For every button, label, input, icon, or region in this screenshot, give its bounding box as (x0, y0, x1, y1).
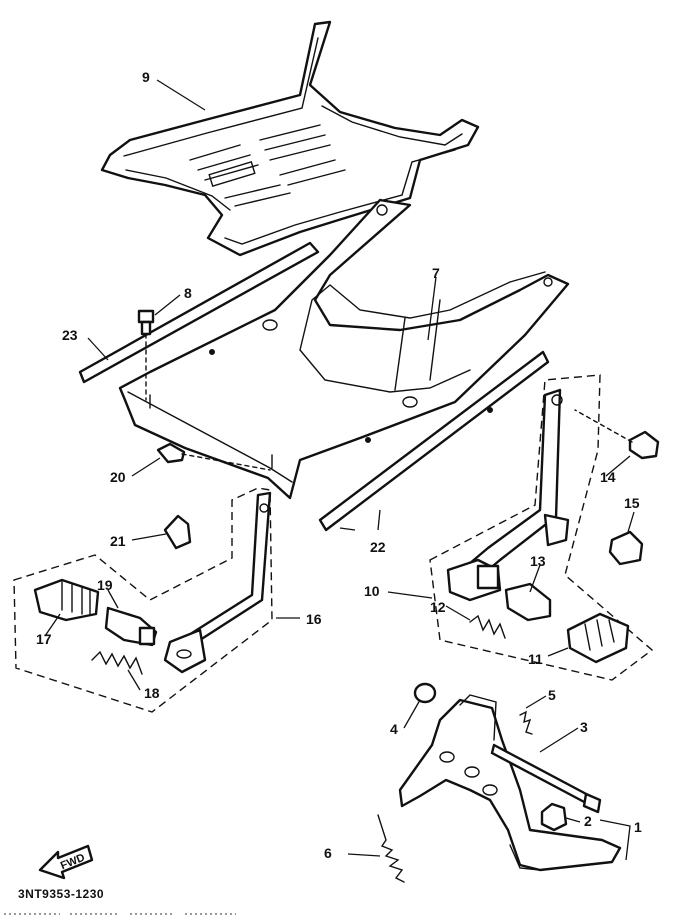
callout-20: 20 (110, 469, 126, 485)
callout-1: 1 (634, 819, 642, 835)
callout-9: 9 (142, 69, 150, 85)
leader-lines (44, 79, 635, 861)
floor-board-part-7 (118, 198, 570, 500)
collar-part-4 (413, 682, 437, 704)
floor-mat-part-9 (100, 20, 480, 257)
callout-18: 18 (144, 685, 160, 701)
callout-10: 10 (364, 583, 380, 599)
callout-23: 23 (62, 327, 78, 343)
callout-13: 13 (530, 553, 546, 569)
callout-labels: 9 7 8 23 20 21 22 19 17 18 16 10 12 13 1… (36, 69, 642, 861)
callout-15: 15 (624, 495, 640, 511)
strip-part-22 (318, 350, 550, 532)
fwd-arrow-icon: FWD (38, 844, 94, 880)
callout-19: 19 (97, 577, 113, 593)
callout-16: 16 (306, 611, 322, 627)
callout-12: 12 (430, 599, 446, 615)
right-footrest-group-10 (429, 374, 654, 681)
collar-part-15 (608, 530, 644, 566)
callout-5: 5 (548, 687, 556, 703)
callout-17: 17 (36, 631, 52, 647)
bolt-part-8 (137, 309, 155, 401)
callout-4: 4 (390, 721, 398, 737)
left-footrest-group-16 (13, 487, 273, 713)
shaft-part-3 (490, 743, 602, 814)
callout-3: 3 (580, 719, 588, 735)
bolt-part-14 (628, 430, 660, 460)
strip-part-23 (78, 241, 320, 384)
main-stand-part-1 (398, 694, 622, 872)
callout-2: 2 (584, 813, 592, 829)
callout-11: 11 (528, 651, 543, 667)
pin-part-5 (519, 710, 533, 735)
callout-6: 6 (324, 845, 332, 861)
spring-part-6 (377, 814, 405, 883)
callout-7: 7 (432, 265, 440, 281)
callout-21: 21 (110, 533, 126, 549)
stopper-part-2 (540, 802, 568, 832)
bolt-part-20 (156, 442, 271, 471)
clip-part-21 (163, 514, 192, 550)
drawing-code: 3NT9353-1230 (18, 887, 104, 901)
bolt-14-dash (574, 409, 633, 443)
callout-14: 14 (600, 469, 616, 485)
callout-22: 22 (370, 539, 386, 555)
callout-8: 8 (184, 285, 192, 301)
